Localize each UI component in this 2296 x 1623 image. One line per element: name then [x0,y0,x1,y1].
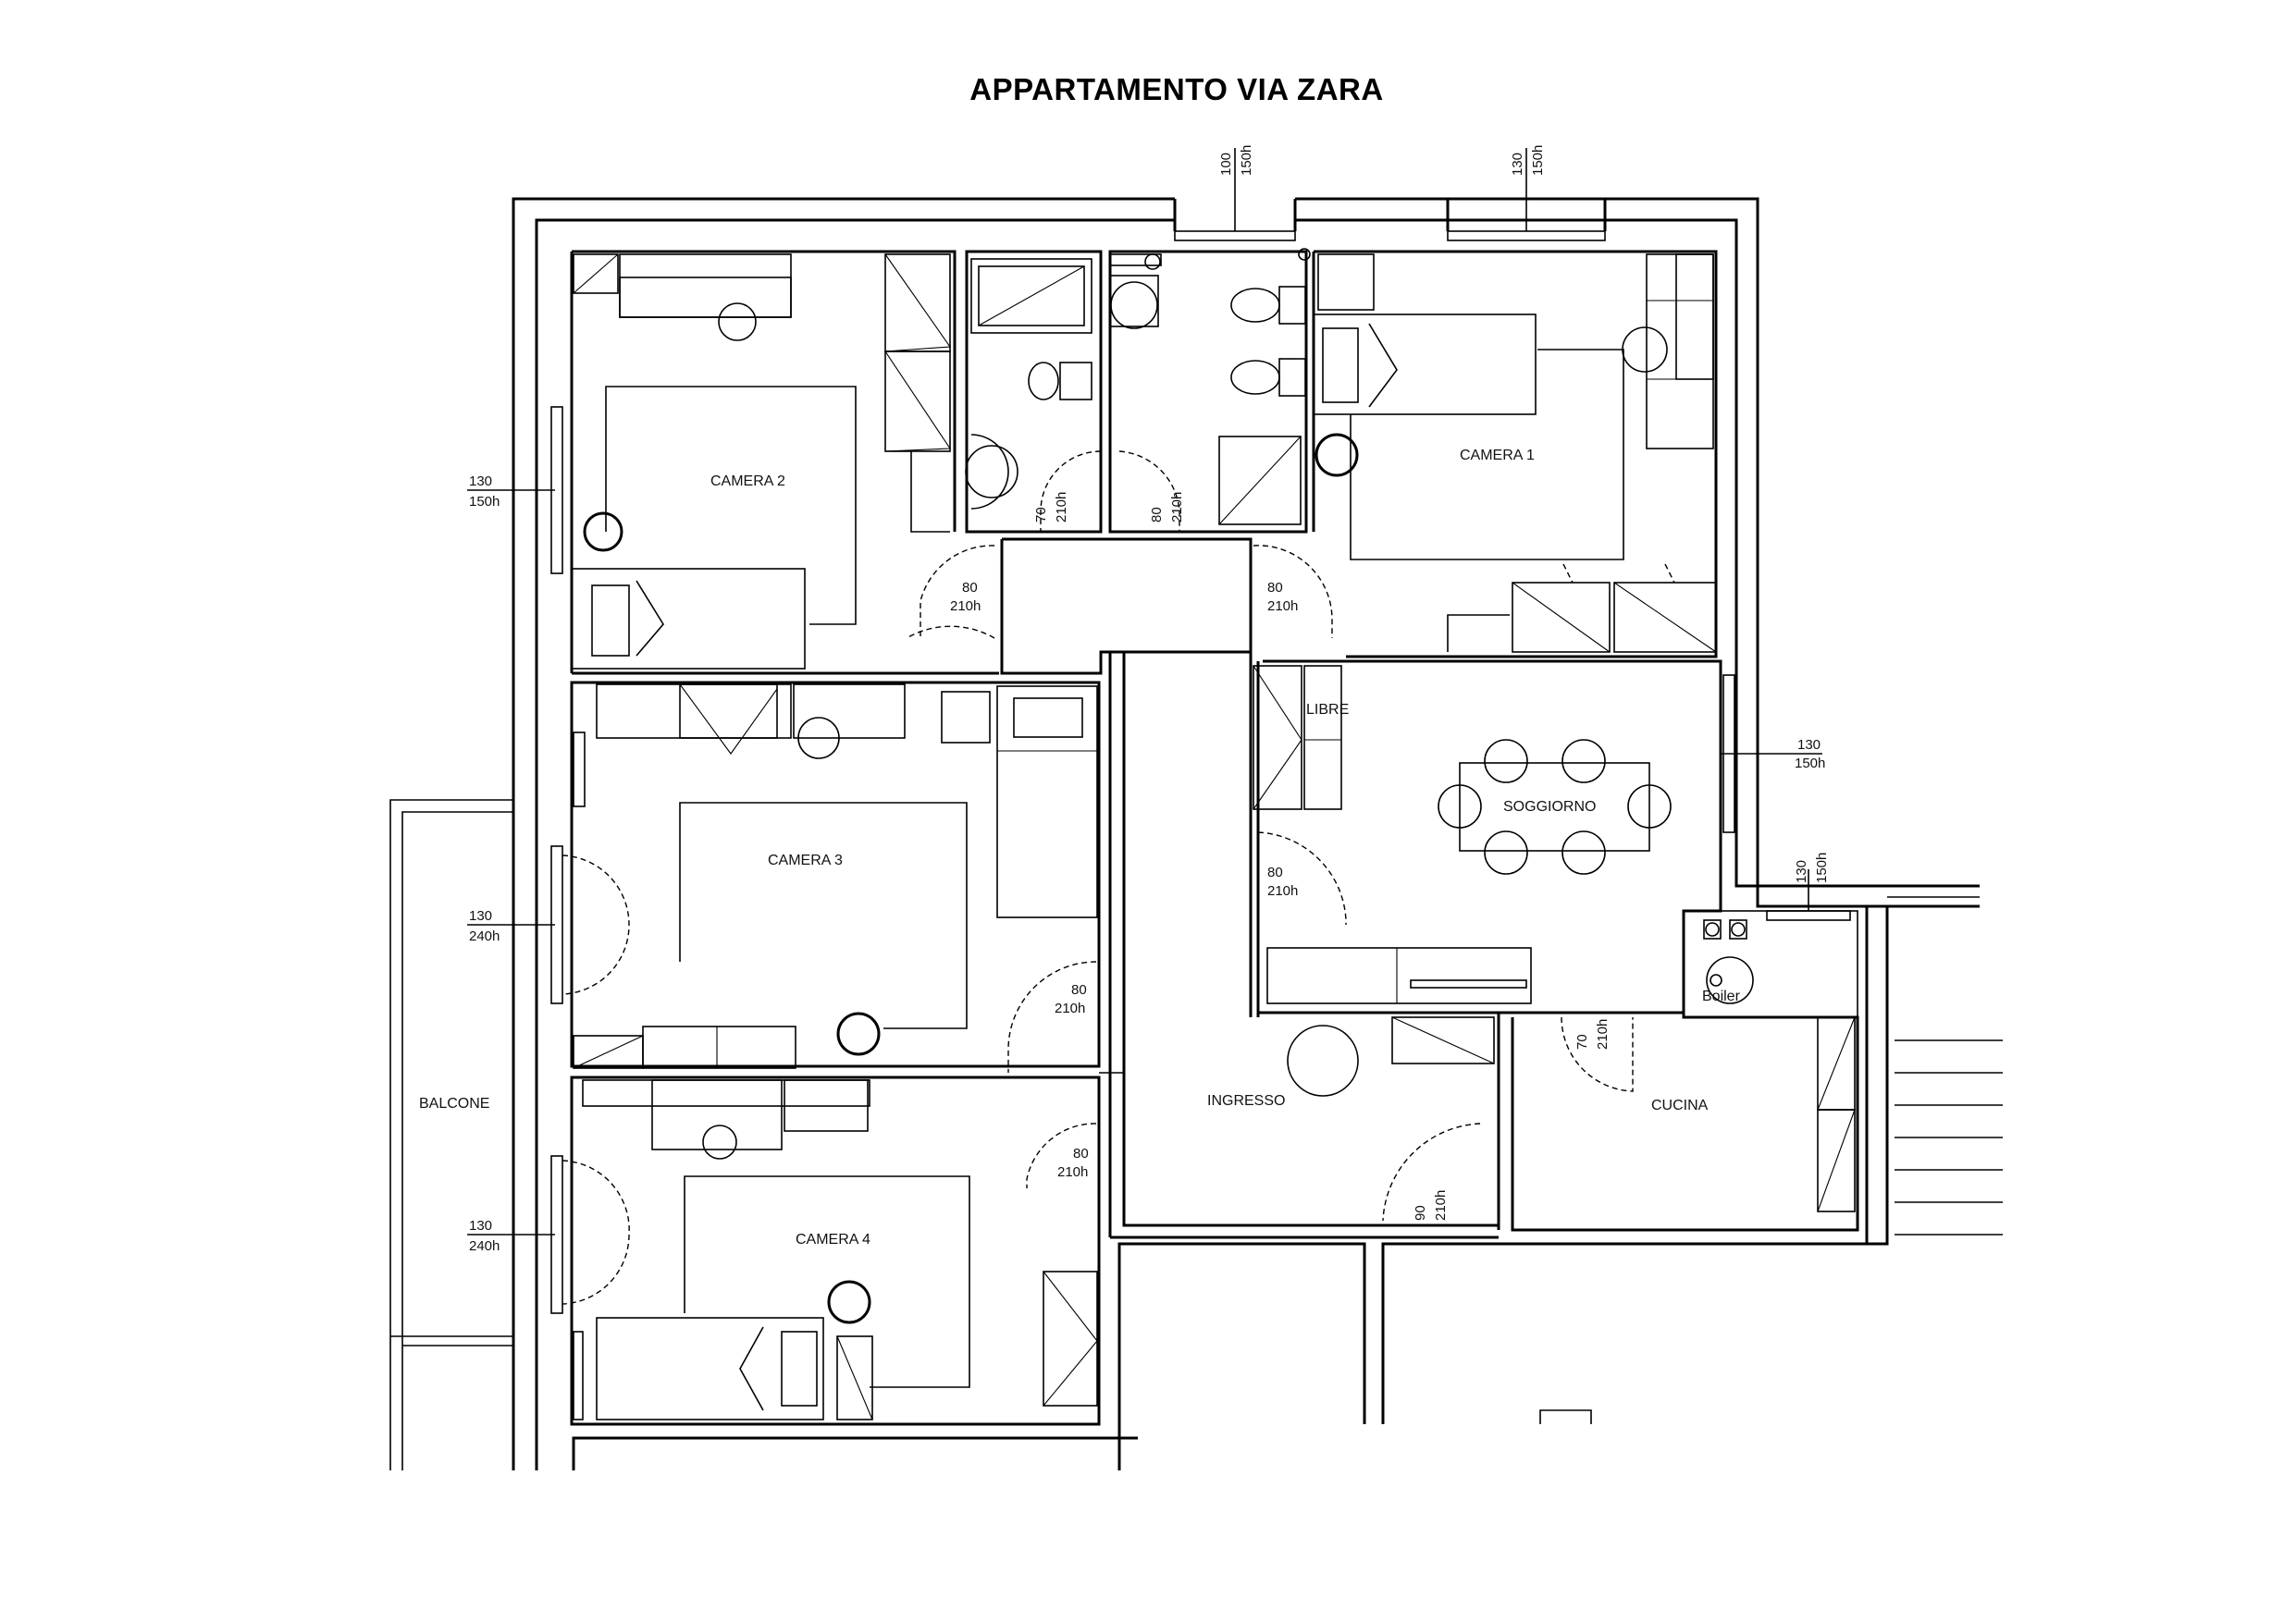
dim-window-camera1-width: 130 [1510,153,1525,176]
label-camera-2: CAMERA 2 [710,473,785,489]
dim-window-camera2-width: 130 [469,473,492,489]
dim-window-soggiorno-width: 130 [1797,737,1821,753]
dim-door-bath1-height: 210h [1054,492,1069,523]
dim-window-bath-top-width: 100 [1218,153,1234,176]
dim-door-ingresso-width: 90 [1413,1205,1428,1221]
dim-door-bath2-width: 80 [1149,507,1165,523]
label-libreria: LIBRE [1306,702,1349,718]
dim-window-camera3-width: 130 [469,908,492,924]
windows [467,148,1851,1314]
dim-door-camera4-height: 210h [1057,1164,1088,1180]
dim-window-cucina-height: 150h [1814,853,1830,883]
balcony [389,799,513,1470]
dim-window-camera3-height: 240h [469,928,500,944]
door-swings [562,450,1634,1305]
dim-door-bath1-width: 70 [1033,507,1049,523]
dim-door-camera1-height: 210h [1267,598,1298,614]
dim-door-camera4-width: 80 [1073,1146,1089,1162]
interior-walls [570,250,1859,1426]
dim-door-soggiorno-width: 80 [1267,865,1283,880]
dim-window-soggiorno-height: 150h [1795,756,1825,771]
label-camera-1: CAMERA 1 [1460,448,1535,463]
dim-door-ingresso-height: 210h [1433,1190,1449,1221]
dim-door-camera1-width: 80 [1267,580,1283,596]
dim-door-cucina-width: 70 [1574,1034,1590,1050]
dim-window-camera2-height: 150h [469,494,500,510]
label-camera-4: CAMERA 4 [796,1232,870,1248]
page-title: APPARTAMENTO VIA ZARA [969,72,1384,106]
dim-door-camera3-width: 80 [1071,982,1087,998]
dim-door-cucina-height: 210h [1595,1019,1611,1050]
dim-window-cucina-width: 130 [1794,860,1809,883]
stairs [1895,1039,2003,1236]
dim-window-camera4-height: 240h [469,1238,500,1254]
label-cucina: CUCINA [1651,1098,1709,1113]
dim-window-camera1-height: 150h [1530,145,1546,176]
label-soggiorno: SOGGIORNO [1503,799,1596,815]
label-boiler: Boiler [1702,989,1741,1004]
label-camera-3: CAMERA 3 [768,853,843,868]
furniture [571,248,1856,1420]
dim-window-camera4-width: 130 [469,1218,492,1234]
label-balcone: BALCONE [419,1096,489,1112]
dim-door-camera2-width: 80 [962,580,978,596]
outer-walls [512,197,1980,1470]
dim-window-bath-top-height: 150h [1239,145,1254,176]
dim-door-camera2-height: 210h [950,598,981,614]
dim-door-soggiorno-height: 210h [1267,883,1298,899]
label-ingresso: INGRESSO [1207,1093,1285,1109]
dim-door-bath2-height: 210h [1169,492,1185,523]
dim-door-camera3-height: 210h [1055,1001,1085,1016]
